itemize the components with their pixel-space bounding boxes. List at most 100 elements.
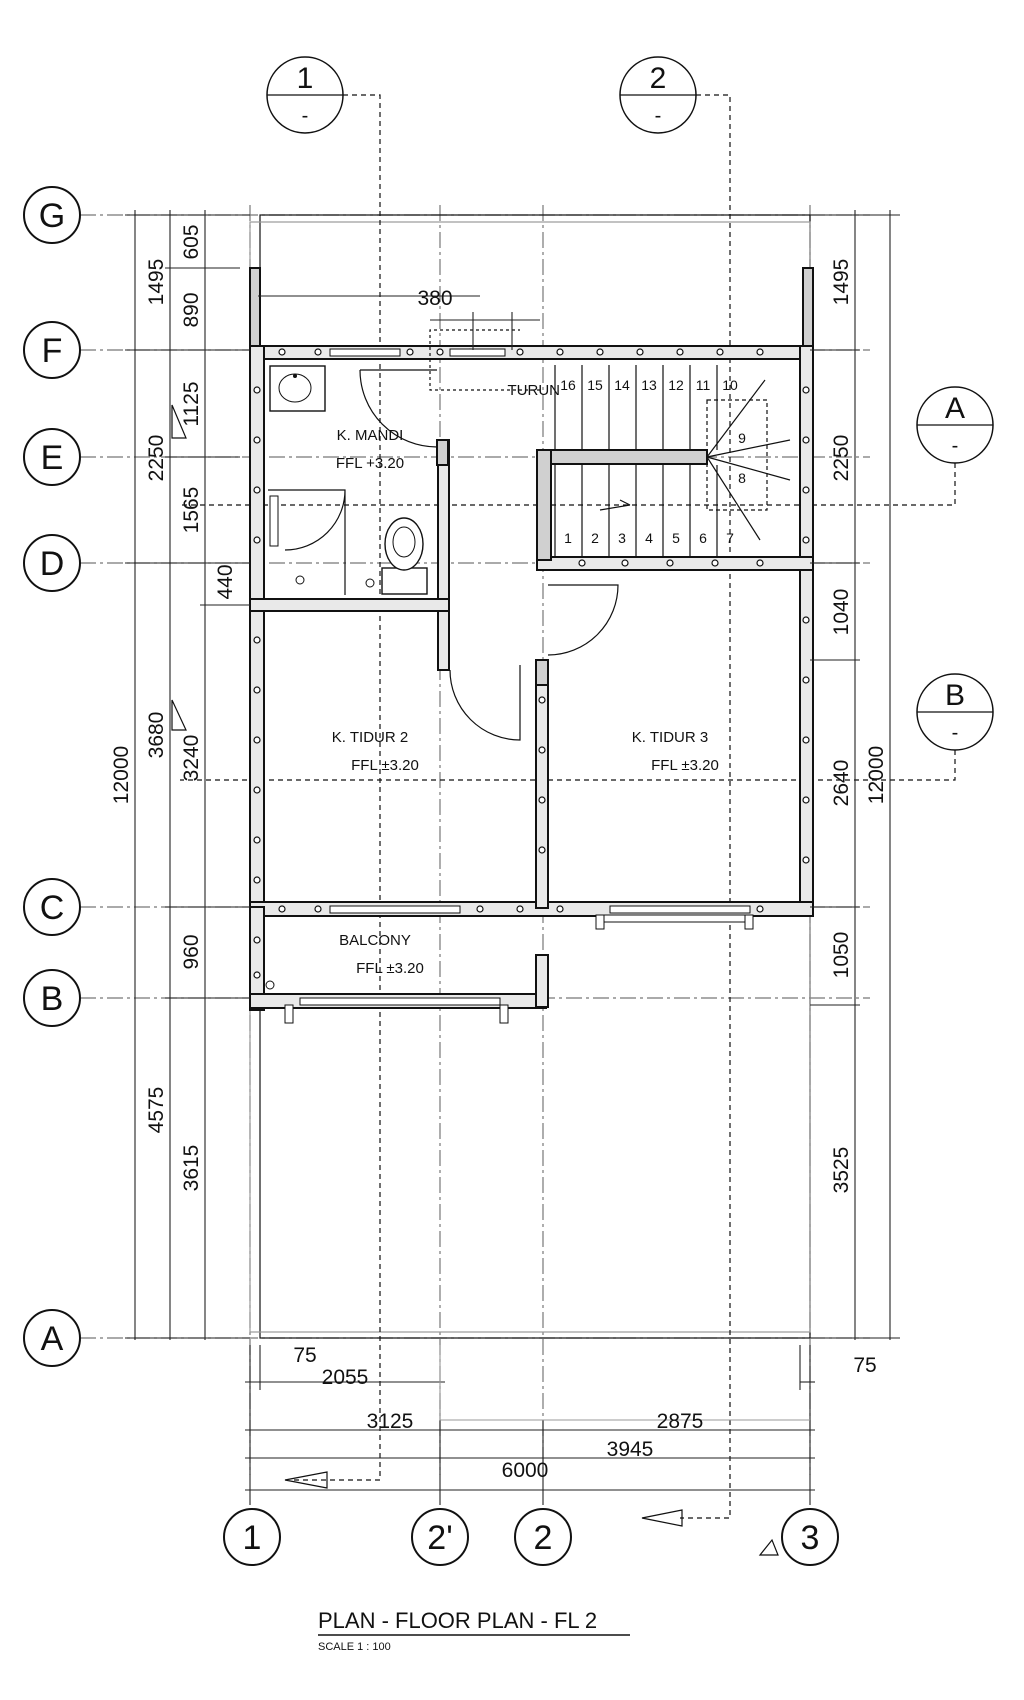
grid-bubble-d: D (23, 534, 81, 592)
room-name-tidur2: K. TIDUR 2 (332, 729, 408, 746)
svg-text:3615: 3615 (180, 1145, 203, 1192)
dimension-lines-right (810, 210, 900, 1340)
svg-text:B: B (41, 980, 64, 1018)
svg-text:F: F (42, 332, 63, 370)
svg-text:2250: 2250 (145, 435, 168, 482)
svg-text:2: 2 (650, 62, 667, 95)
dimension-lines-left (125, 210, 250, 1340)
svg-text:1495: 1495 (830, 259, 853, 306)
drawing-title-text: PLAN - FLOOR PLAN - FL 2 (318, 1608, 597, 1633)
svg-text:B: B (945, 679, 965, 712)
svg-text:3525: 3525 (830, 1147, 853, 1194)
svg-text:8: 8 (738, 470, 746, 486)
svg-text:4575: 4575 (145, 1087, 168, 1134)
stair-step-numbers: 16 15 14 13 12 11 10 9 8 1 2 3 4 5 6 7 (560, 377, 746, 546)
svg-text:4: 4 (645, 530, 653, 546)
svg-text:3: 3 (618, 530, 626, 546)
openings (268, 348, 754, 1024)
section-marker-b: B - (171, 673, 994, 781)
svg-text:6: 6 (699, 530, 707, 546)
room-level-balcony: FFL ±3.20 (356, 960, 424, 977)
grid-bubble-3: 3 (781, 1508, 839, 1566)
svg-text:15: 15 (587, 377, 603, 393)
fixtures (265, 365, 428, 990)
svg-text:1: 1 (243, 1519, 262, 1557)
svg-text:960: 960 (180, 934, 203, 969)
svg-text:7: 7 (726, 530, 734, 546)
dim-text-bottom: 75 2055 75 3125 2875 3945 6000 (293, 1344, 876, 1482)
svg-text:-: - (302, 105, 309, 127)
svg-text:14: 14 (614, 377, 630, 393)
svg-text:D: D (40, 545, 65, 583)
drawing-title: PLAN - FLOOR PLAN - FL 2 SCALE 1 : 100 (318, 1608, 630, 1653)
svg-text:3680: 3680 (145, 712, 168, 759)
svg-text:13: 13 (641, 377, 657, 393)
svg-text:440: 440 (214, 564, 237, 599)
svg-text:1125: 1125 (180, 381, 203, 426)
svg-text:16: 16 (560, 377, 576, 393)
svg-text:6000: 6000 (502, 1459, 549, 1482)
svg-text:3945: 3945 (607, 1438, 654, 1461)
grid-bubble-a: A (23, 1309, 81, 1367)
col-bubbles: 1 2' 2 3 (223, 1508, 839, 1566)
svg-text:1040: 1040 (830, 589, 853, 636)
svg-text:12000: 12000 (865, 746, 888, 804)
svg-text:1565: 1565 (180, 487, 203, 534)
room-level-tidur2: FFL ±3.20 (351, 757, 419, 774)
grid-bubble-2: 2 (514, 1508, 572, 1566)
svg-text:G: G (39, 197, 65, 235)
svg-text:9: 9 (738, 430, 746, 446)
row-bubbles: G F E D C B A (23, 186, 81, 1367)
svg-text:C: C (40, 889, 65, 927)
svg-text:2640: 2640 (830, 760, 853, 807)
svg-text:12000: 12000 (110, 746, 133, 804)
svg-text:605: 605 (180, 224, 203, 259)
svg-text:5: 5 (672, 530, 680, 546)
section-arrow-2 (641, 1509, 683, 1527)
grid-bubble-2-prime: 2' (411, 1508, 469, 1566)
drawing-scale: SCALE 1 : 100 (318, 1641, 391, 1653)
room-name-tidur3: K. TIDUR 3 (632, 729, 708, 746)
svg-text:2055: 2055 (322, 1366, 369, 1389)
grid-bubble-c: C (23, 878, 81, 936)
grid-bubble-1: 1 (223, 1508, 281, 1566)
dimension-lines-bottom (245, 1345, 815, 1505)
svg-text:2: 2 (591, 530, 599, 546)
svg-text:3240: 3240 (180, 735, 203, 782)
svg-text:2': 2' (427, 1519, 452, 1557)
svg-text:2: 2 (534, 1519, 553, 1557)
svg-text:3: 3 (801, 1519, 820, 1557)
svg-text:12: 12 (668, 377, 684, 393)
svg-text:A: A (945, 392, 965, 425)
svg-text:2250: 2250 (830, 435, 853, 482)
wall-bolts (253, 348, 810, 979)
stair (429, 329, 791, 557)
svg-text:3125: 3125 (367, 1410, 414, 1433)
svg-text:75: 75 (853, 1354, 876, 1377)
toilet-icon (381, 517, 428, 595)
floor-drain-icon (265, 575, 375, 990)
north-marker-icon (758, 1538, 779, 1556)
room-name-kamar-mandi: K. MANDI (337, 427, 404, 444)
svg-text:-: - (952, 435, 959, 457)
dim-text-left: 12000 2250 3680 4575 1495 1125 1565 3240… (110, 224, 237, 1191)
svg-text:-: - (952, 722, 959, 744)
svg-text:-: - (655, 105, 662, 127)
dimension-top: 380 (258, 287, 540, 350)
svg-text:10: 10 (722, 377, 738, 393)
svg-text:890: 890 (180, 292, 203, 327)
grid-bubble-g: G (23, 186, 81, 244)
section-marker-2: 2 - (619, 56, 731, 1519)
sink-icon (269, 365, 326, 412)
room-level-kamar-mandi: FFL +3.20 (336, 455, 404, 472)
section-marker-1: 1 - (266, 56, 381, 1481)
grid-bubble-b: B (23, 969, 81, 1027)
grid-bubble-f: F (23, 321, 81, 379)
svg-text:75: 75 (293, 1344, 316, 1367)
svg-text:1050: 1050 (830, 932, 853, 979)
stair-label: TURUN (508, 382, 561, 399)
svg-text:11: 11 (696, 377, 711, 393)
room-level-tidur3: FFL ±3.20 (651, 757, 719, 774)
svg-text:1: 1 (564, 530, 572, 546)
